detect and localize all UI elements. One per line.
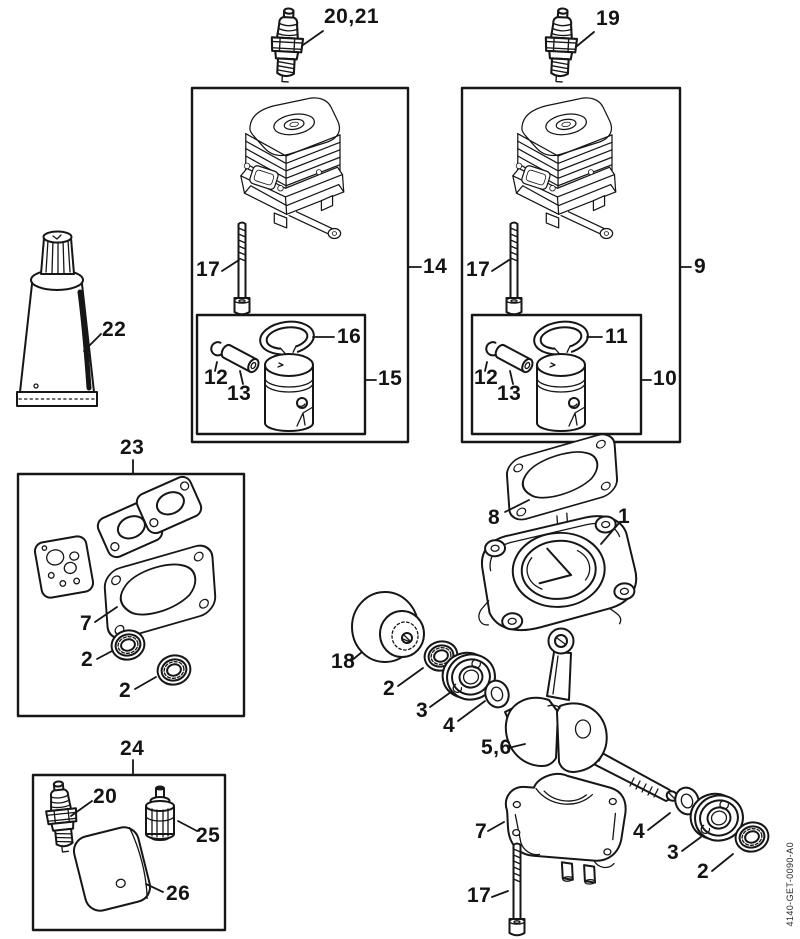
callout-pin-right: 13 <box>497 382 522 405</box>
leader-lines <box>70 30 734 898</box>
callout-service-kit: 24 <box>120 737 145 760</box>
callout-seal-mid: 2 <box>383 677 396 700</box>
callout-kit-left: 15 <box>378 367 403 390</box>
spark-plug-right <box>542 6 580 84</box>
callout-screw-left: 17 <box>196 258 221 281</box>
callout-gasket-base: 7 <box>80 612 93 635</box>
callout-ring-left: 16 <box>337 325 362 348</box>
callout-bearing-bottom: 3 <box>667 841 680 864</box>
gasket-set-box <box>16 472 246 718</box>
callout-seal-bottom: 2 <box>697 860 710 883</box>
callout-cyl-box-left: 14 <box>423 255 448 278</box>
callout-washer-mid: 4 <box>443 714 456 737</box>
rotor <box>351 591 425 663</box>
callout-crankcase-up: 1 <box>618 505 631 528</box>
callout-seal-kit-1: 2 <box>81 648 94 671</box>
callout-gasket-cyl: 8 <box>488 506 501 529</box>
callout-seal-kit-2: 2 <box>119 679 132 702</box>
callout-gasket-kit: 23 <box>120 436 145 459</box>
callout-kit-right: 10 <box>653 367 678 390</box>
callout-crankshaft: 5,6 <box>481 736 512 759</box>
callout-rotor: 18 <box>331 650 356 673</box>
callout-fuel-filter: 25 <box>196 824 221 847</box>
service-kit-box <box>31 773 227 932</box>
crankcase-lower <box>505 773 627 885</box>
fuel-filter <box>145 785 175 842</box>
screw-bottom <box>508 842 526 937</box>
callout-cyl-box-right: 9 <box>694 255 707 278</box>
callout-clip-right: 12 <box>474 366 499 389</box>
callout-plug-right: 19 <box>596 7 621 30</box>
sealant-tube <box>16 230 98 407</box>
callout-screw-right: 17 <box>466 258 491 281</box>
callout-clip-left: 12 <box>204 366 229 389</box>
callout-washer-bottom: 4 <box>633 820 646 843</box>
filter-pad <box>72 826 152 912</box>
document-code: 4140-GET-0090-A0 <box>785 842 795 927</box>
cylinder-kit-box-left <box>190 86 410 444</box>
callout-sealant-tube: 22 <box>102 318 127 341</box>
callout-screw-bottom: 17 <box>467 884 492 907</box>
callout-plug-kit: 20 <box>93 785 118 808</box>
callout-pin-left: 13 <box>227 382 252 405</box>
callout-plug-left: 20,21 <box>324 5 380 28</box>
callout-bearing-mid: 3 <box>416 699 429 722</box>
cylinder-gasket <box>505 429 619 525</box>
callout-ring-right: 11 <box>605 325 629 348</box>
callout-case-lower: 7 <box>475 820 488 843</box>
callout-filter-pad: 26 <box>166 882 191 905</box>
spark-plug-left <box>268 6 306 84</box>
crankcase-upper <box>478 512 638 632</box>
crankshaft <box>504 627 679 802</box>
